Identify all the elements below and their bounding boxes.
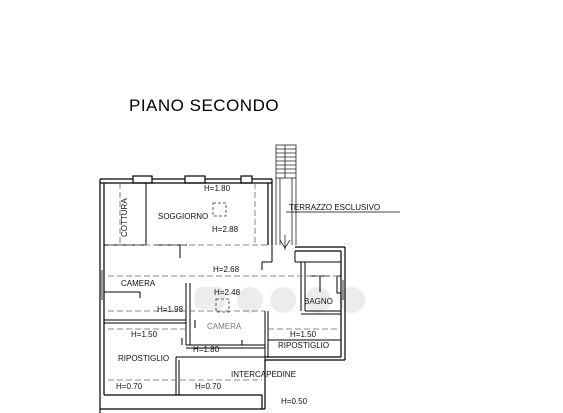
height-dashed-lines	[108, 183, 341, 381]
room-label-camera-left: CAMERA	[121, 279, 156, 288]
height-label-h180-top: H=1.80	[204, 184, 231, 193]
height-label-h050: H=0.50	[281, 397, 308, 406]
height-label-h248: H=2.48	[214, 288, 241, 297]
height-label-h150-right: H=1.50	[290, 330, 317, 339]
room-label-bagno: BAGNO	[304, 297, 333, 306]
height-label-h070-mid: H=0.70	[195, 382, 222, 391]
skylight-markers	[212, 202, 230, 313]
room-label-cottura: COTTURA	[120, 198, 129, 237]
plan-title: PIANO SECONDO	[129, 96, 280, 115]
height-label-h268: H=2.68	[213, 265, 240, 274]
room-label-ripostiglio-left: RIPOSTIGLIO	[118, 354, 170, 363]
terrazzo-label: TERRAZZO ESCLUSIVO	[289, 203, 381, 212]
watermark	[195, 287, 365, 313]
room-label-soggiorno: SOGGIORNO	[158, 212, 209, 221]
skylight-2	[215, 298, 230, 313]
height-label-h070-left: H=0.70	[116, 382, 143, 391]
room-label-intercapedine: INTERCAPEDINE	[231, 370, 296, 379]
window-top-1	[132, 175, 153, 184]
stairs	[275, 144, 297, 250]
outer-walls	[99, 175, 346, 413]
room-label-ripostiglio-right: RIPOSTIGLIO	[278, 341, 330, 350]
window-top-2	[184, 175, 206, 184]
window-top-3	[240, 175, 253, 184]
height-label-h180-bottom: H=1.80	[193, 345, 220, 354]
inner-walls	[104, 183, 342, 395]
room-label-camera-center: CAMERA	[207, 322, 242, 331]
height-label-h150-left: H=1.50	[131, 330, 158, 339]
height-label-h288: H=2.88	[212, 225, 239, 234]
height-label-h198: H=1.98	[157, 305, 184, 314]
side-windows	[101, 270, 344, 300]
skylight-1	[212, 202, 227, 217]
